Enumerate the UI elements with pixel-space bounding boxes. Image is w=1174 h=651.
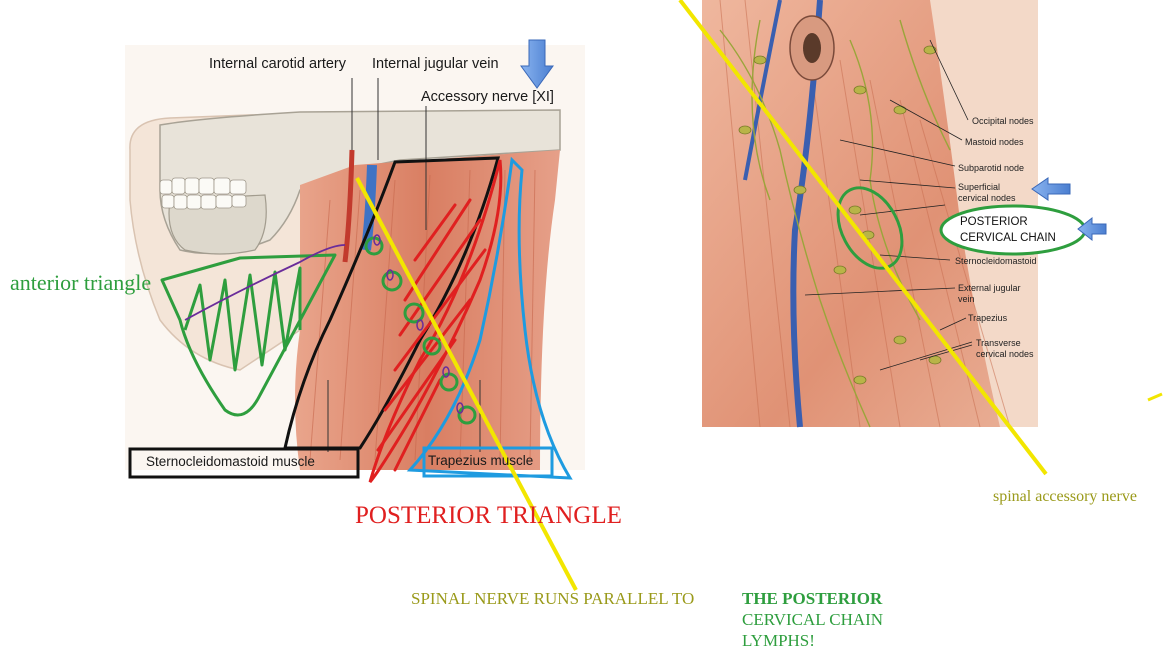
lymph-node-circles-left [364, 236, 477, 425]
trapezius-label-box [422, 446, 554, 478]
scm-label-box [128, 447, 360, 479]
label-accessory-nerve: Accessory nerve [XI] [421, 89, 554, 105]
anterior-triangle-label: anterior triangle [10, 270, 152, 295]
node-cluster-ellipse [836, 186, 904, 270]
left-arrow-icon [1031, 177, 1071, 201]
purple-node-dots [373, 234, 464, 414]
trapezius-outline [406, 156, 573, 480]
label-subparotid-node: Subparotid node [958, 163, 1025, 173]
label-superficial-line2: cervical nodes [958, 193, 1016, 203]
yellow-tick [1147, 392, 1163, 402]
label-internal-jugular-vein: Internal jugular vein [372, 56, 499, 72]
label-external-jugular-line1: External jugular [958, 283, 1021, 293]
label-trapezius: Trapezius [968, 313, 1008, 323]
label-transverse-line1: Transverse [976, 338, 1021, 348]
posterior-cervical-chain-label: POSTERIOR CERVICAL CHAIN [960, 214, 1056, 246]
teeth [159, 177, 247, 210]
note-the-posterior: THE POSTERIOR [742, 589, 883, 608]
left-arrow-icon [1077, 216, 1107, 242]
label-occipital-nodes: Occipital nodes [972, 116, 1034, 126]
spinal-accessory-nerve-label: spinal accessory nerve [993, 488, 1137, 505]
note-cervical-chain: CERVICAL CHAIN [742, 610, 884, 629]
posterior-triangle-label: POSTERIOR TRIANGLE [355, 502, 622, 529]
posterior-chain-line2: CERVICAL CHAIN [960, 232, 1056, 244]
left-leader-lines [327, 78, 481, 452]
label-superficial-line1: Superficial [958, 182, 1001, 192]
anterior-triangle-outline [160, 253, 337, 417]
label-mastoid-nodes: Mastoid nodes [965, 137, 1024, 147]
posterior-triangle-outline [368, 159, 503, 483]
note-lymphs: LYMPHS! [742, 631, 815, 650]
posterior-chain-line1: POSTERIOR [960, 216, 1028, 228]
sternocleidomastoid-outline [283, 156, 500, 450]
left-anatomy-illustration [125, 45, 585, 470]
label-external-jugular-line2: vein [958, 294, 975, 304]
label-transverse-line2: cervical nodes [976, 349, 1034, 359]
spinal-nerve-line-left [355, 177, 578, 591]
label-trapezius-muscle: Trapezius muscle [428, 453, 534, 468]
spinal-accessory-nerve-line [678, 0, 1048, 476]
down-arrow-icon [520, 39, 554, 89]
muscle-fibres [309, 169, 536, 461]
label-sternocleidomastoid: Sternocleidomastoid [955, 256, 1037, 266]
label-internal-carotid-artery: Internal carotid artery [209, 56, 347, 72]
note-spinal-nerve-runs-parallel: SPINAL NERVE RUNS PARALLEL TO [411, 589, 695, 608]
label-sternocleidomastoid-muscle: Sternocleidomastoid muscle [146, 454, 315, 469]
purple-nerve-line [184, 244, 346, 321]
